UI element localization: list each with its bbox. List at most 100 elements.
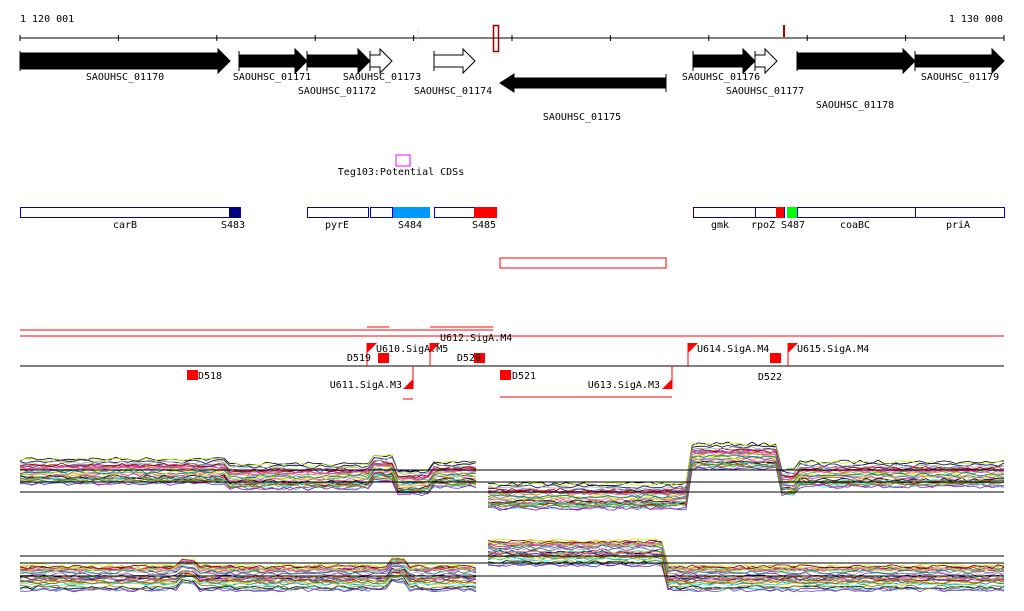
gene-arrow[interactable] bbox=[238, 47, 308, 75]
gene-arrow[interactable] bbox=[19, 47, 231, 75]
feature-box[interactable] bbox=[20, 207, 241, 218]
expression-line bbox=[19, 460, 1005, 505]
site-label: U615.SigA.M4 bbox=[797, 344, 869, 355]
feature-label-priA: priA bbox=[946, 220, 970, 231]
gene-SAOUHSC_01172[interactable]: SAOUHSC_01172 bbox=[298, 47, 376, 97]
gene-SAOUHSC_01177[interactable]: SAOUHSC_01177 bbox=[726, 47, 804, 97]
scale-end-label: 1 130 000 bbox=[949, 14, 1003, 25]
expression-line bbox=[19, 538, 1005, 569]
site-label: U610.SigA.M5 bbox=[376, 344, 448, 355]
promoter-flag[interactable] bbox=[367, 343, 377, 353]
feature-box[interactable] bbox=[434, 207, 475, 218]
feature-box[interactable] bbox=[915, 207, 1005, 218]
site-label: D519 bbox=[347, 353, 371, 364]
gene-arrow[interactable] bbox=[754, 47, 778, 75]
site-label: U614.SigA.M4 bbox=[697, 344, 769, 355]
feature-label-S487: S487 bbox=[781, 220, 805, 231]
potential-cds-label: Teg103:Potential CDSs bbox=[338, 167, 464, 178]
gene-arrow[interactable] bbox=[692, 47, 756, 75]
gene-arrow[interactable] bbox=[369, 47, 393, 75]
gene-label: SAOUHSC_01177 bbox=[726, 86, 804, 97]
transcription-site-track: D518 D519 U610.SigA.M5U612.SigA.M4D520U611… bbox=[20, 326, 1004, 400]
site-marker[interactable] bbox=[474, 353, 485, 363]
gene-SAOUHSC_01175[interactable]: SAOUHSC_01175 bbox=[499, 73, 667, 123]
feature-label-carB: carB bbox=[113, 220, 137, 231]
gene-SAOUHSC_01174[interactable]: SAOUHSC_01174 bbox=[414, 47, 492, 97]
site-label: D518 bbox=[198, 371, 222, 382]
site-label: U612.SigA.M4 bbox=[440, 333, 512, 344]
gene-SAOUHSC_01178[interactable]: SAOUHSC_01178 bbox=[796, 47, 916, 111]
expression-line bbox=[19, 449, 1005, 495]
promoter-flag[interactable] bbox=[788, 343, 798, 353]
expression-line bbox=[19, 455, 1005, 501]
gene-label: SAOUHSC_01179 bbox=[921, 72, 999, 83]
region-box[interactable] bbox=[499, 257, 667, 269]
gene-label: SAOUHSC_01172 bbox=[298, 86, 376, 97]
gene-label: SAOUHSC_01175 bbox=[543, 112, 621, 123]
gene-arrow[interactable] bbox=[796, 47, 916, 75]
scale-start-label: 1 120 001 bbox=[20, 14, 74, 25]
site-marker[interactable] bbox=[378, 353, 389, 363]
gene-arrow[interactable] bbox=[914, 47, 1005, 75]
gene-SAOUHSC_01170[interactable]: SAOUHSC_01170 bbox=[19, 47, 231, 83]
feature-label-rpoZ: rpoZ bbox=[751, 220, 775, 231]
gene-label: SAOUHSC_01178 bbox=[816, 100, 894, 111]
site-marker[interactable] bbox=[770, 353, 781, 363]
feature-label-S484: S484 bbox=[398, 220, 422, 231]
expression-line bbox=[19, 559, 1005, 590]
gene-label: SAOUHSC_01171 bbox=[233, 72, 311, 83]
site-marker[interactable] bbox=[500, 370, 511, 380]
gene-arrow[interactable] bbox=[433, 47, 476, 75]
feature-box[interactable] bbox=[307, 207, 369, 218]
scale-ruler: 1 120 001 1 130 000 bbox=[19, 14, 1005, 53]
promoter-flag[interactable] bbox=[430, 343, 440, 353]
current-position-marker[interactable] bbox=[492, 24, 500, 53]
feature-fill[interactable] bbox=[229, 207, 240, 218]
gene-arrow[interactable] bbox=[306, 47, 371, 75]
feature-label-S485: S485 bbox=[472, 220, 496, 231]
site-label: U611.SigA.M3 bbox=[330, 380, 402, 391]
site-label: U613.SigA.M3 bbox=[588, 380, 660, 391]
site-marker[interactable] bbox=[187, 370, 198, 380]
site-label: D520 bbox=[457, 353, 481, 364]
feature-fill[interactable] bbox=[474, 207, 497, 218]
expression-line bbox=[19, 544, 1005, 575]
expression-line bbox=[19, 542, 1005, 572]
feature-box[interactable] bbox=[693, 207, 756, 218]
gene-label: SAOUHSC_01174 bbox=[414, 86, 492, 97]
feature-box[interactable] bbox=[797, 207, 916, 218]
feature-label-pyrE: pyrE bbox=[325, 220, 349, 231]
expression-track-1 bbox=[19, 441, 1005, 511]
site-label: D521 bbox=[512, 371, 536, 382]
gene-label: SAOUHSC_01176 bbox=[682, 72, 760, 83]
gene-SAOUHSC_01173[interactable]: SAOUHSC_01173 bbox=[343, 47, 421, 83]
gene-arrow[interactable] bbox=[499, 73, 667, 93]
promoter-flag[interactable] bbox=[688, 343, 698, 353]
expression-line bbox=[19, 553, 1005, 584]
expression-track-2 bbox=[19, 538, 1005, 593]
site-label: D522 bbox=[758, 372, 782, 383]
gene-SAOUHSC_01171[interactable]: SAOUHSC_01171 bbox=[233, 47, 311, 83]
feature-box[interactable] bbox=[755, 207, 785, 218]
feature-fill[interactable] bbox=[787, 207, 797, 218]
potential-cds-track: Teg103:Potential CDSs bbox=[338, 154, 464, 178]
feature-fill[interactable] bbox=[776, 207, 784, 218]
promoter-flag[interactable] bbox=[403, 379, 413, 389]
feature-fill[interactable] bbox=[393, 207, 430, 218]
potential-cds-box[interactable] bbox=[395, 154, 411, 167]
feature-label-coaBC: coaBC bbox=[840, 220, 870, 231]
expression-line bbox=[19, 452, 1005, 497]
feature-label-gmk: gmk bbox=[711, 220, 729, 231]
gene-SAOUHSC_01176[interactable]: SAOUHSC_01176 bbox=[682, 47, 760, 83]
expression-line bbox=[19, 444, 1005, 490]
gene-SAOUHSC_01179[interactable]: SAOUHSC_01179 bbox=[914, 47, 1005, 83]
feature-box[interactable] bbox=[370, 207, 393, 218]
gene-label: SAOUHSC_01170 bbox=[86, 72, 164, 83]
expression-line bbox=[19, 445, 1005, 491]
promoter-flag[interactable] bbox=[662, 379, 672, 389]
expression-line bbox=[19, 463, 1005, 509]
gene-label: SAOUHSC_01173 bbox=[343, 72, 421, 83]
